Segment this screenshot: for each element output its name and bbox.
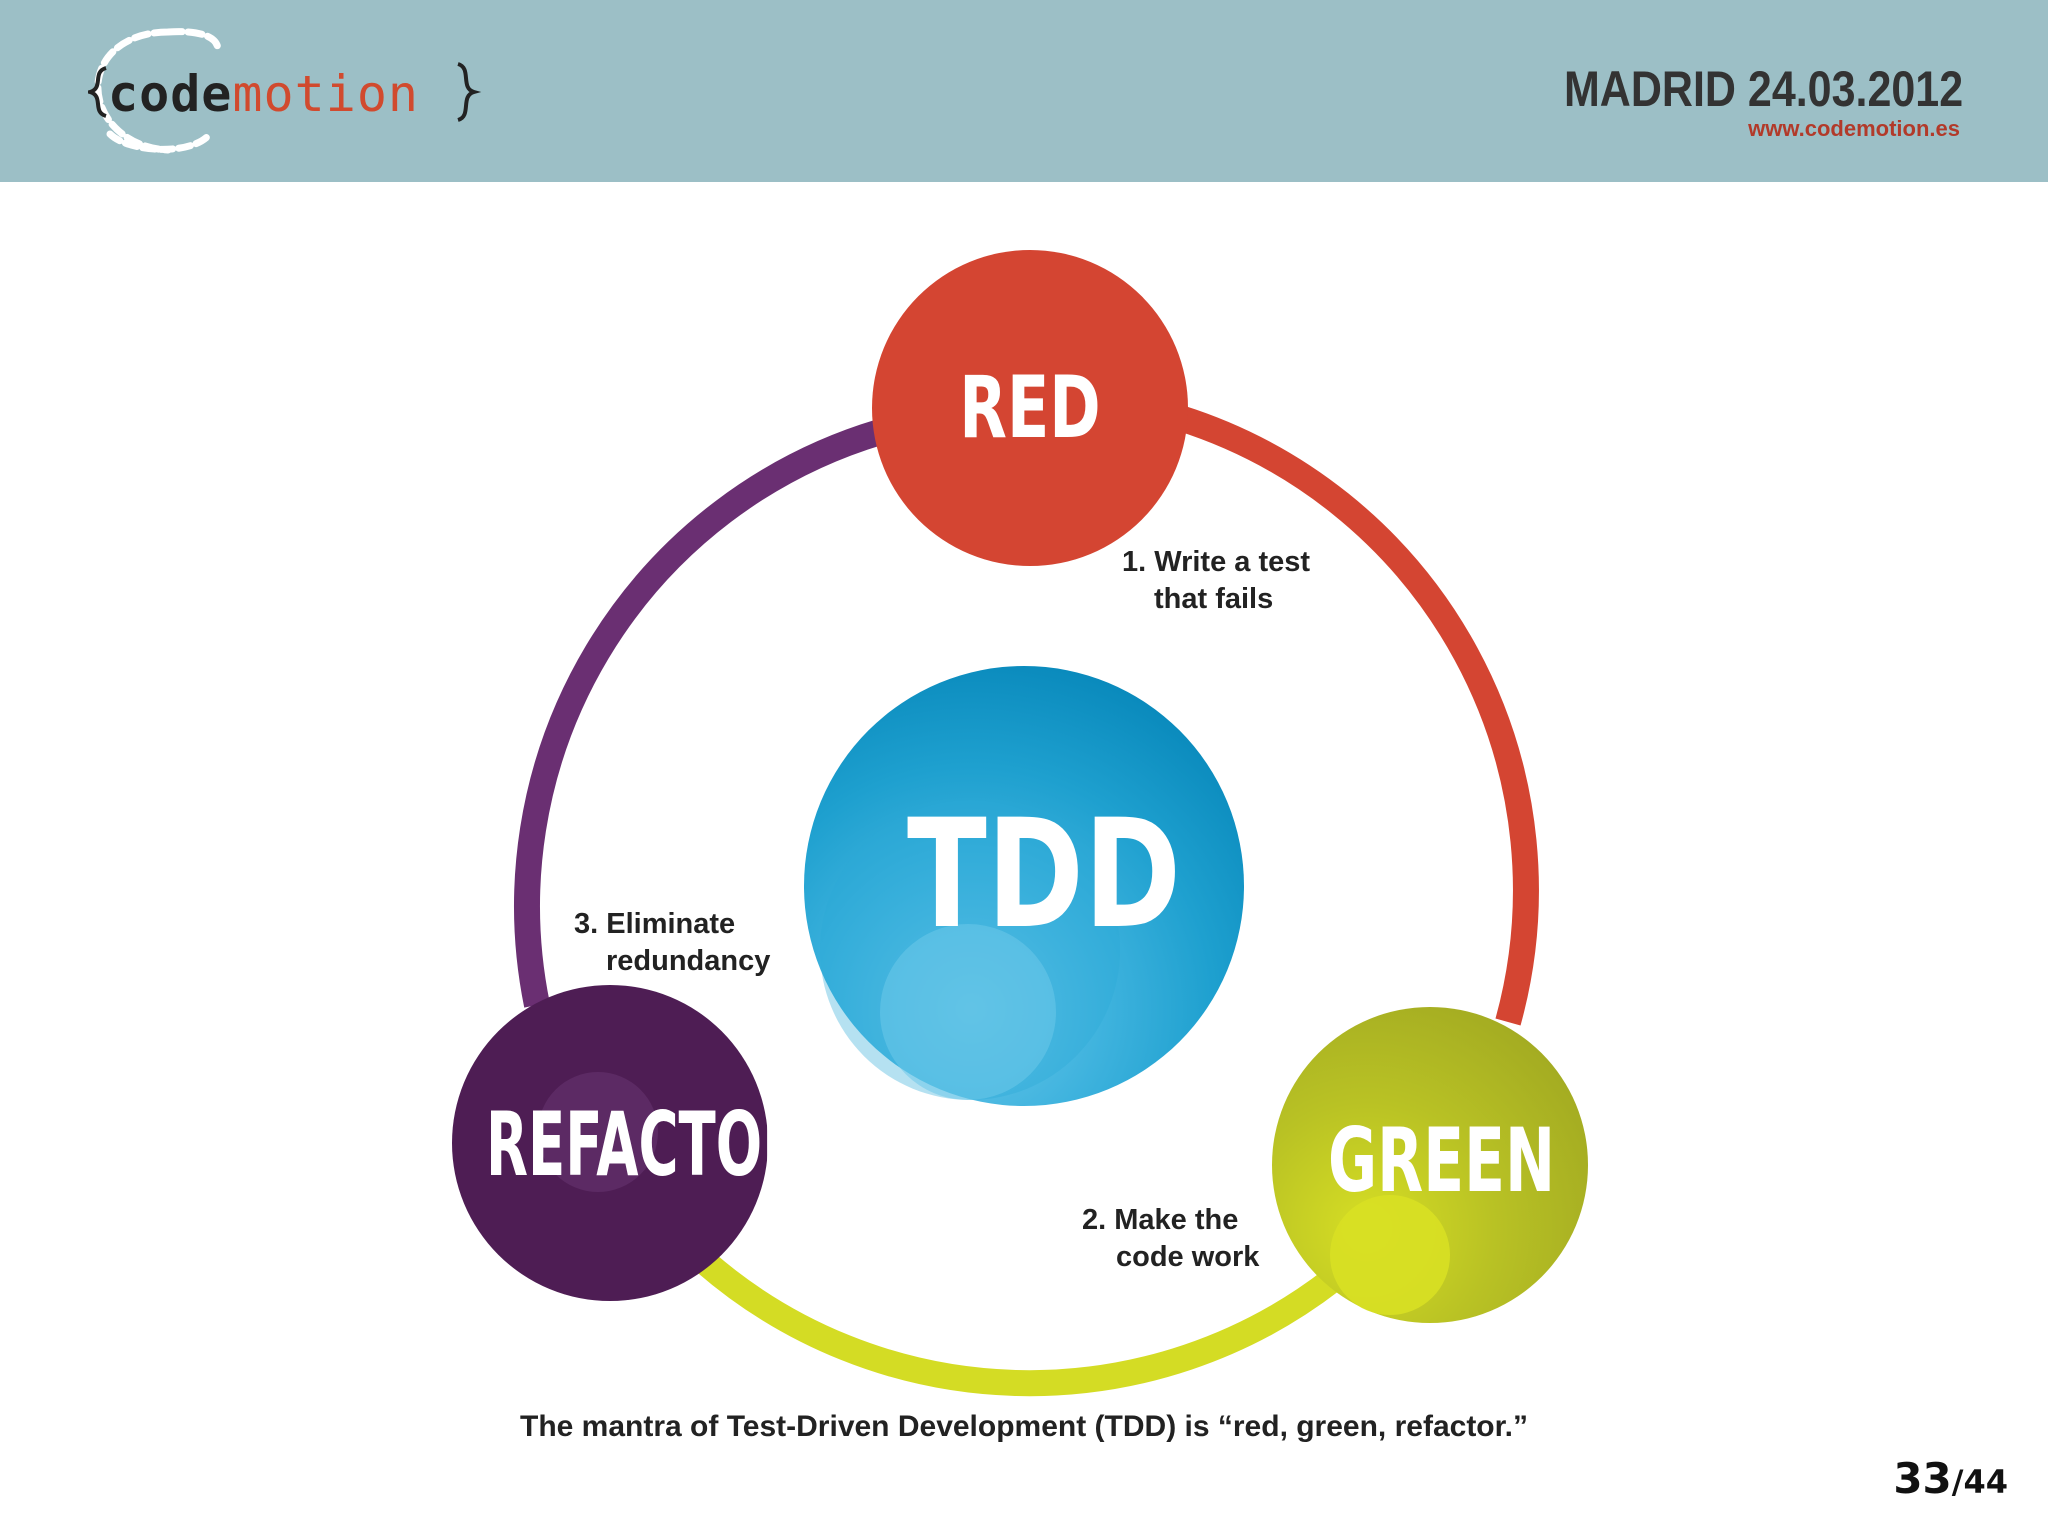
step-3-line1: 3. Eliminate xyxy=(574,908,736,940)
refactor-node-highlight xyxy=(538,1072,658,1192)
ring-arc-red xyxy=(1176,405,1539,1026)
codemotion-logo: codemotion xyxy=(88,24,488,158)
diagram-caption: The mantra of Test-Driven Development (T… xyxy=(520,1410,1528,1443)
event-title: MADRID 24.03.2012 xyxy=(1563,61,1963,117)
ring-arc-green xyxy=(696,1252,1340,1397)
step-1-line2: that fails xyxy=(1154,583,1274,615)
step-2-text: 2. Make the code work xyxy=(1082,1202,1259,1276)
refactor-node-label: REFACTOR xyxy=(486,1093,805,1196)
green-node-highlight xyxy=(1330,1195,1450,1315)
logo-code-text: code xyxy=(108,65,233,123)
step-3-text: 3. Eliminate redundancy xyxy=(574,906,770,980)
step-1-line1: 1. Write a test xyxy=(1122,546,1311,578)
red-node-circle xyxy=(872,250,1188,566)
tdd-label: TDD xyxy=(907,788,1182,962)
step-2-line2: code work xyxy=(1116,1241,1260,1273)
red-node-label: RED xyxy=(959,358,1101,458)
step-3-line2: redundancy xyxy=(606,945,771,977)
page-current: 33 xyxy=(1893,1454,1952,1503)
green-node-label: GREEN xyxy=(1328,1109,1556,1212)
step-2-line1: 2. Make the xyxy=(1082,1204,1239,1236)
slide-header: codemotion MADRID 24.03.2012 www.codemot… xyxy=(0,0,2048,182)
logo-wordmark: codemotion xyxy=(108,64,419,124)
logo-brace-ring xyxy=(88,28,482,154)
tdd-inner-glow-2 xyxy=(880,924,1056,1100)
step-1-text: 1. Write a test that fails xyxy=(1122,544,1310,618)
page-number: 33/44 xyxy=(1893,1454,2008,1503)
ring-arc-purple xyxy=(514,419,884,1008)
event-url: www.codemotion.es xyxy=(1748,116,1960,141)
logo-motion-text: motion xyxy=(232,65,420,123)
page-total: /44 xyxy=(1951,1463,2008,1501)
